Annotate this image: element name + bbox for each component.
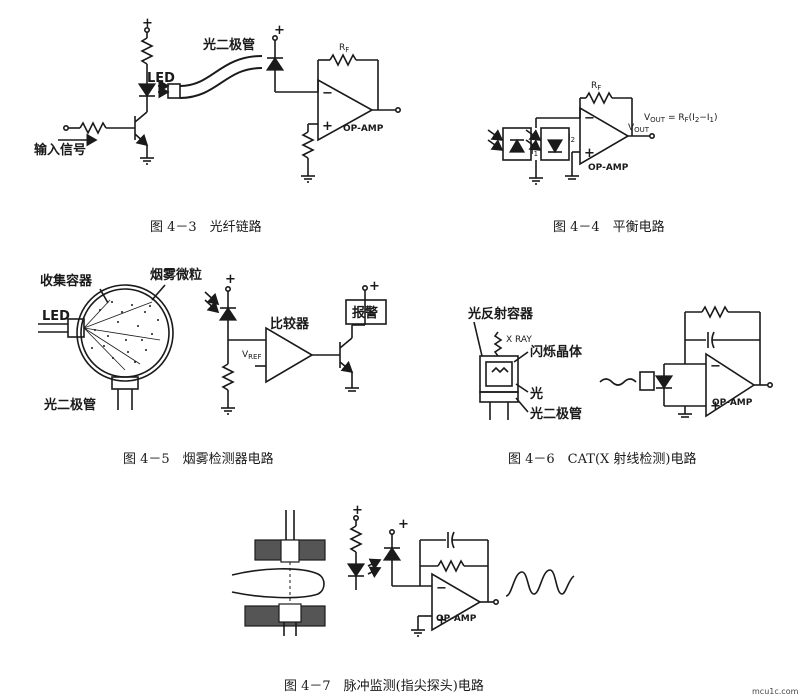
fig45-led-body <box>67 318 85 338</box>
fig47-photodiode-icon <box>382 546 402 561</box>
fig44-minus: − <box>584 111 595 126</box>
fig-4-3-fiber-link: + LED 输入信号 光二极管 + <box>34 16 401 235</box>
fig45-smoke-label: 烟雾微粒 <box>150 267 202 283</box>
fig47-minus: − <box>436 581 447 596</box>
fig44-vout-label: VOUT <box>628 123 650 134</box>
fig44-formula: VOUT = RF(I2−I1) <box>644 113 717 124</box>
fig46-photodiode-body <box>479 391 519 403</box>
fig45-vref-label: VREF <box>242 350 262 361</box>
fig47-output-terminal <box>492 598 499 605</box>
fig46-scint-label: 闪烁晶体 <box>530 344 583 360</box>
fig45-photodiode-body <box>111 376 139 390</box>
fig47-feedback-resistor <box>437 559 465 573</box>
fig46-plus: + <box>710 399 721 414</box>
fig44-rf-resistor <box>585 91 613 105</box>
fig46-xray-icon <box>493 331 503 357</box>
fig44-diode2-box <box>540 127 570 161</box>
fig43-output-terminal <box>394 107 401 114</box>
fig44-rf-label: RF <box>591 81 601 92</box>
fig47-finger <box>231 568 325 599</box>
fig47-light-arrow <box>367 558 382 571</box>
fig43-opamp-icon <box>317 78 374 142</box>
fig45-alarm-box <box>345 299 387 325</box>
fig46-output-terminal <box>766 381 773 388</box>
fig47-vcc2: + <box>398 517 409 532</box>
fig46-caption: 图 4－6 CAT(X 射线检测)电路 <box>508 451 697 467</box>
fig43-input-resistor <box>79 121 107 135</box>
fig44-light-arrow-1 <box>487 129 504 141</box>
fig43-minus: − <box>322 86 333 101</box>
fig43-led-icon <box>137 83 157 98</box>
fig-4-4-balance-circuit: I1 I2 − + OP-AMP RF VOUT VOUT = RF(I2−I1… <box>487 81 717 235</box>
fig43-input-terminal <box>62 125 69 132</box>
fig46-input-wave <box>599 378 637 386</box>
fig43-photodiode-label: 光二极管 <box>202 37 255 53</box>
fig47-led-icon <box>346 563 366 578</box>
fig45-collector-chamber <box>76 284 174 382</box>
fig-4-7-pulse-monitor: + + − + OP-AMP <box>231 503 575 694</box>
fig44-caption: 图 4－4 平衡电路 <box>553 219 665 235</box>
fig-4-6-cat-circuit: 光反射容器 X RAY 闪烁晶体 光 光二极管 − + OP-AMP <box>467 305 773 467</box>
fig45-photodiode-icon <box>218 306 238 321</box>
fig47-led-resistor <box>349 525 363 553</box>
fig45-comparator-label: 比较器 <box>270 316 310 332</box>
fig44-photodiode1-icon <box>508 138 526 153</box>
fig44-light-arrow-2 <box>525 129 542 141</box>
fig45-collector-label: 收集容器 <box>40 273 93 289</box>
fig47-opamp-icon <box>431 572 482 632</box>
fig43-bias-resistor <box>301 131 315 159</box>
fig46-photodiode-label: 光二极管 <box>529 406 582 422</box>
fig44-i2-label: I2 <box>568 133 575 144</box>
fig47-opamp-label: OP-AMP <box>436 614 477 624</box>
fig46-scintillator <box>485 361 513 387</box>
fig44-diode1-box <box>502 127 532 161</box>
fig45-alarm-label: 报警 <box>352 305 378 321</box>
fig46-feedback-resistor <box>701 305 729 319</box>
fig44-output-terminal <box>648 133 655 140</box>
fig46-light-label: 光 <box>529 386 543 402</box>
fig44-opamp-icon <box>579 106 630 166</box>
fig45-smoke-particles <box>91 301 159 363</box>
fig46-opamp-icon <box>705 352 756 418</box>
fig46-opamp-label: OP-AMP <box>712 398 753 408</box>
fig45-led-label: LED <box>42 309 70 324</box>
fig43-rf-resistor <box>329 53 357 67</box>
fig44-plus: + <box>584 146 595 161</box>
fig47-pulse-waveform <box>505 569 575 597</box>
fig46-reflective-label: 光反射容器 <box>467 306 534 322</box>
fig44-photodiode2-icon <box>546 139 564 154</box>
fig43-photodiode-icon <box>265 56 285 71</box>
fig43-opamp-label: OP-AMP <box>343 124 384 134</box>
fig43-caption: 图 4－3 光纤链路 <box>150 219 262 235</box>
fig43-led-resistor <box>140 37 154 65</box>
fig43-rf-label: RF <box>339 43 349 54</box>
fig44-opamp-label: OP-AMP <box>588 163 629 173</box>
fig-4-5-smoke-detector: 收集容器 烟雾微粒 LED 光二极管 <box>38 267 387 467</box>
fig45-caption: 图 4－5 烟雾检测器电路 <box>123 451 274 467</box>
fig43-led-vcc-plus: + <box>142 16 153 31</box>
fig46-xray-label: X RAY <box>506 335 532 345</box>
fig45-load-resistor <box>221 363 235 391</box>
fig46-photodiode-icon <box>654 375 674 390</box>
fig45-comparator-icon <box>265 326 314 384</box>
fig45-vcc1: + <box>225 272 236 287</box>
fig45-vcc2: + <box>369 279 380 294</box>
fig46-sensor-box <box>639 371 655 391</box>
fig43-plus: + <box>322 119 333 134</box>
fig43-input-label: 输入信号 <box>34 142 86 158</box>
fig43-pd-vcc: + <box>274 23 285 38</box>
watermark: mcu1c.com <box>752 687 799 696</box>
fig46-minus: − <box>710 359 721 374</box>
fig47-vcc1: + <box>352 503 363 518</box>
fig47-plus: + <box>436 613 447 628</box>
fig45-photodiode-label: 光二极管 <box>43 397 96 413</box>
fig43-fiber-connector-left <box>167 83 181 99</box>
fig47-caption: 图 4－7 脉冲监测(指尖探头)电路 <box>284 678 484 694</box>
fig44-i1-label: I1 <box>531 147 538 158</box>
